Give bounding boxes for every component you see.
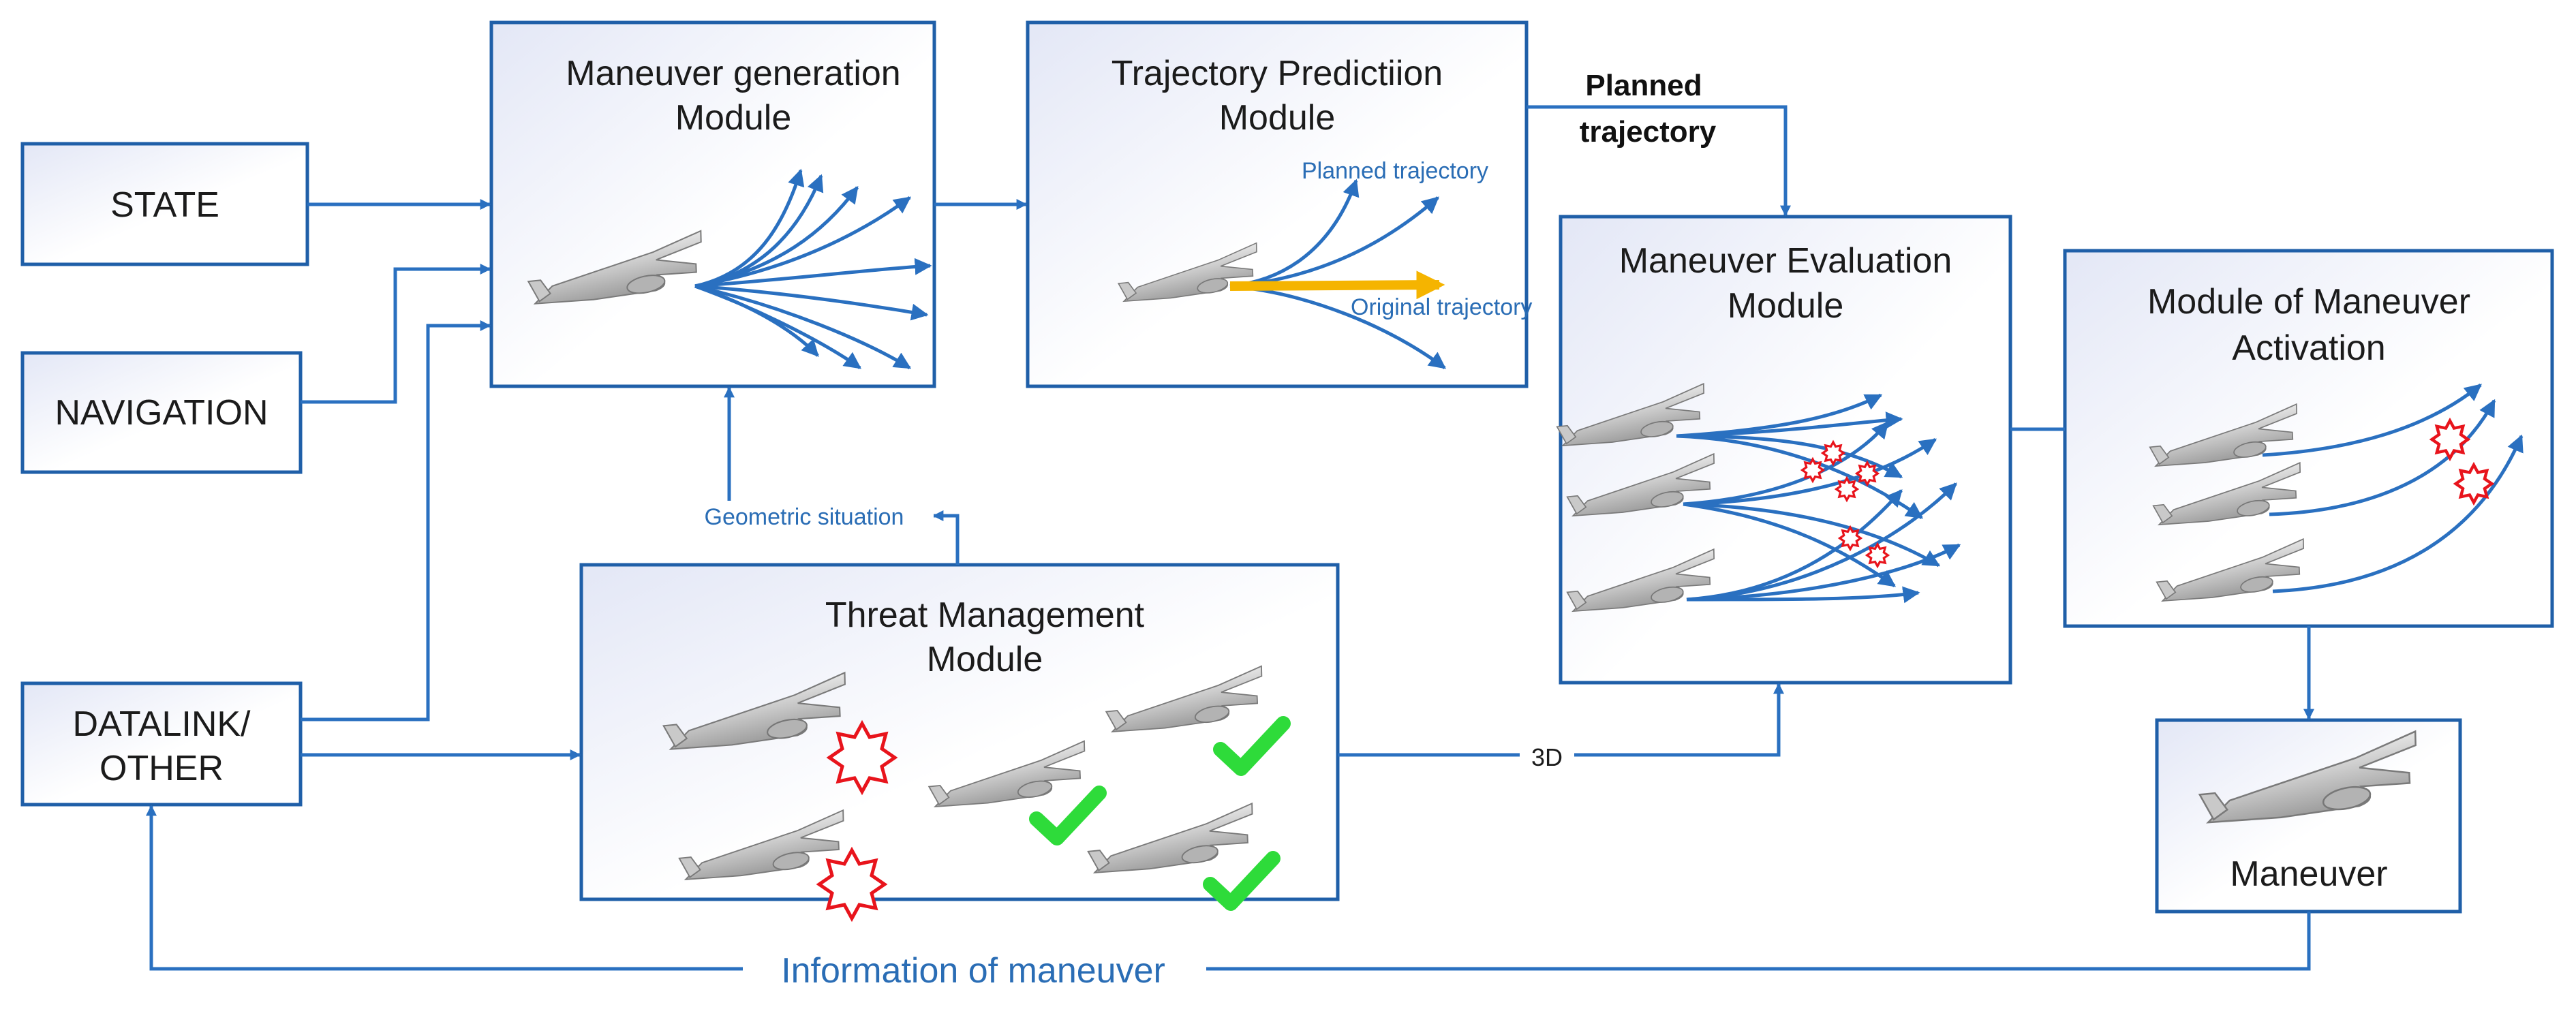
red-star-burst-icon — [819, 850, 885, 918]
maneuver-box: Maneuver — [2155, 718, 2462, 914]
red-star-burst-icon — [1835, 477, 1858, 501]
original-trajectory-label: Original trajectory — [1351, 294, 1532, 320]
evaluation-title-line2: Module — [1728, 286, 1844, 326]
red-star-burst-icon — [2432, 421, 2468, 459]
generation-title-line2: Module — [675, 98, 792, 138]
generation-title-line1: Maneuver generation — [566, 54, 900, 93]
datalink-to-generation-arrow — [301, 320, 491, 721]
planned-trajectory-label-line1: Planned — [1585, 69, 1702, 102]
threat-management-module: Threat Management Module — [579, 563, 1340, 918]
prediction-title-line2: Module — [1219, 98, 1336, 138]
maneuver-activation-module: Module of Maneuver Activation — [2063, 249, 2554, 628]
maneuver-generation-module: Maneuver generation Module — [489, 20, 936, 388]
three-d-label: 3D — [1531, 743, 1563, 771]
original-trajectory-arrow — [1229, 270, 1445, 300]
information-feedback-arrow — [145, 805, 2311, 971]
navigation-box: NAVIGATION — [20, 351, 303, 474]
threat-title-line1: Threat Management — [825, 595, 1145, 635]
planned-trajectory-small-label: Planned trajectory — [1302, 158, 1488, 184]
navigation-label: NAVIGATION — [55, 393, 269, 433]
threat-title-line2: Module — [927, 640, 1043, 679]
threat-to-evaluation-arrow — [1338, 683, 1785, 757]
generation-trajectory-fan — [694, 168, 932, 370]
datalink-box: DATALINK/ OTHER — [20, 681, 303, 807]
prediction-title-line1: Trajectory Predictiion — [1111, 54, 1443, 93]
red-star-burst-icon — [1822, 441, 1845, 465]
maneuver-evaluation-module: Maneuver Evaluation Module — [1554, 215, 2012, 685]
trajectory-prediction-module: Trajectory Predictiion Module Planned tr… — [1026, 20, 1532, 388]
activation-title-line1: Module of Maneuver — [2147, 282, 2470, 322]
prediction-to-evaluation-arrow — [1527, 105, 1792, 217]
activation-title-line2: Activation — [2232, 328, 2385, 368]
state-label: STATE — [110, 185, 219, 225]
maneuver-label: Maneuver — [2230, 854, 2387, 894]
red-star-burst-icon — [1866, 543, 1889, 568]
state-box: STATE — [20, 142, 309, 266]
red-star-burst-icon — [1839, 526, 1862, 550]
information-of-maneuver-label: Information of maneuver — [781, 951, 1165, 991]
red-star-burst-icon — [829, 724, 895, 792]
geometric-situation-label: Geometric situation — [705, 504, 904, 530]
navigation-to-generation-arrow — [301, 263, 491, 404]
datalink-label-line2: OTHER — [99, 749, 224, 788]
planned-trajectory-label-line2: trajectory — [1580, 115, 1717, 149]
red-star-burst-icon — [2456, 465, 2492, 503]
datalink-label-line1: DATALINK/ — [72, 704, 251, 744]
connectors — [145, 105, 2315, 971]
red-star-burst-icon — [1856, 461, 1879, 486]
evaluation-trajectories — [1676, 393, 1961, 604]
geometric-connector — [932, 510, 960, 565]
evaluation-title-line1: Maneuver Evaluation — [1619, 241, 1952, 281]
red-star-burst-icon — [1801, 458, 1824, 482]
